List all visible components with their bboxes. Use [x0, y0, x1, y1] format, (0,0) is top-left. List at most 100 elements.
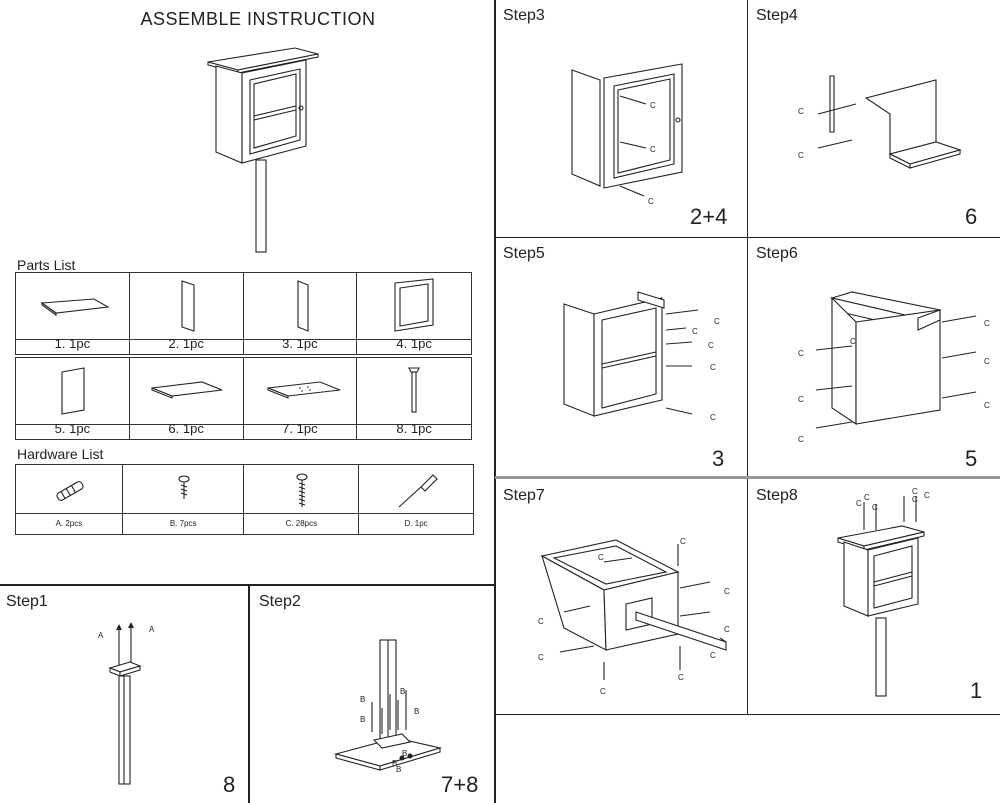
divider-row1 — [495, 237, 1000, 238]
part-cell-1: 1. 1pc — [16, 273, 129, 354]
step6-diagram: C C C C C C C — [798, 291, 990, 444]
step3-label-c3: C — [648, 197, 654, 206]
step6-parts-number: 5 — [965, 446, 978, 471]
parts-table-row2: 5. 1pc 6. 1pc 7. 1pc 8. 1pc — [15, 357, 472, 440]
part-3-side-panel-icon — [296, 280, 309, 332]
divider-bottom-left — [0, 584, 495, 586]
part-cell-3: 3. 1pc — [243, 273, 357, 354]
step5-title: Step5 — [503, 245, 545, 262]
step1-title: Step1 — [6, 593, 48, 610]
step4-title: Step4 — [756, 7, 798, 24]
step1-label-a2: A — [149, 625, 155, 634]
step8-label-c2: C — [864, 493, 870, 502]
step6-label-c2: C — [798, 395, 804, 404]
step5-diagram: C C C C C — [563, 291, 720, 422]
step2-label-b4: B — [414, 707, 419, 716]
assembled-cabinet-illustration — [207, 47, 319, 253]
step3-label-c2: C — [650, 145, 656, 154]
part-4-door-icon — [394, 278, 434, 332]
part-cell-2: 2. 1pc — [129, 273, 243, 354]
part-8-post-icon — [408, 367, 421, 413]
step7-label-c7: C — [600, 687, 606, 696]
part-6-shelf-icon — [151, 381, 222, 399]
part-8-label: 8. 1pc — [396, 421, 432, 436]
step6-label-c4: C — [984, 319, 990, 328]
part-7-label: 7. 1pc — [282, 421, 318, 436]
page-title: ASSEMBLE INSTRUCTION — [140, 9, 376, 29]
hardware-cell-d: D. 1pc — [359, 465, 473, 534]
step2-label-b2: B — [360, 715, 365, 724]
step4-diagram: C C — [798, 75, 962, 169]
step8-label-c1: C — [856, 499, 862, 508]
step4-label-c2: C — [798, 151, 804, 160]
step7-label-c5: C — [538, 617, 544, 626]
part-1-label: 1. 1pc — [54, 336, 91, 351]
divider-left-right — [494, 0, 496, 803]
step7-diagram: C C C C C C C C C — [538, 537, 730, 696]
step5-label-c1: C — [714, 317, 720, 326]
screwdriver-icon — [398, 474, 438, 508]
part-7-base-board-icon — [266, 381, 340, 399]
step2-label-b3: B — [400, 687, 405, 696]
step8-label-c3: C — [872, 503, 878, 512]
divider-right-columns — [747, 0, 748, 714]
step2-label-b1: B — [360, 695, 365, 704]
step2-label-b7: B — [396, 765, 401, 774]
step8-label-c5: C — [912, 495, 918, 504]
step8-label-c6: C — [924, 491, 930, 500]
step5-label-c5: C — [710, 413, 716, 422]
hardware-c-label: C. 28pcs — [285, 519, 318, 528]
step8-label-c4: C — [912, 487, 918, 496]
step7-label-c3: C — [724, 587, 730, 596]
hardware-b-label: B. 7pcs — [169, 519, 197, 528]
divider-step1-step2 — [248, 585, 250, 803]
step8-parts-number: 1 — [970, 678, 983, 703]
step3-parts-number: 2+4 — [690, 204, 728, 229]
step2-diagram: B B B B B B B — [333, 639, 443, 774]
step2-title: Step2 — [259, 593, 301, 610]
step6-label-c5: C — [984, 357, 990, 366]
part-cell-7: 7. 1pc — [243, 358, 357, 439]
step6-title: Step6 — [756, 245, 798, 262]
divider-row2 — [495, 476, 1000, 479]
step7-title: Step7 — [503, 487, 545, 504]
step1-diagram: A A — [98, 622, 155, 785]
part-3-label: 3. 1pc — [282, 336, 318, 351]
step8-title: Step8 — [756, 487, 798, 504]
step3-title: Step3 — [503, 7, 545, 24]
step2-label-b5: B — [402, 749, 407, 758]
anchor-plug-icon — [56, 481, 84, 501]
step5-label-c3: C — [708, 341, 714, 350]
step7-label-c2: C — [598, 553, 604, 562]
part-2-side-panel-icon — [181, 280, 195, 332]
step6-label-c6: C — [984, 401, 990, 410]
parts-list-heading: Parts List — [17, 257, 76, 273]
step7-label-c6: C — [538, 653, 544, 662]
step7-label-c9: C — [710, 651, 716, 660]
step6-label-c3: C — [798, 435, 804, 444]
part-5-back-panel-icon — [61, 367, 85, 415]
short-screw-icon — [178, 475, 190, 499]
hardware-d-label: D. 1pc — [404, 519, 428, 528]
part-2-label: 2. 1pc — [168, 336, 204, 351]
part-6-label: 6. 1pc — [168, 421, 204, 436]
hardware-list-heading: Hardware List — [17, 446, 104, 462]
step7-label-c8: C — [678, 673, 684, 682]
hardware-cell-c: C. 28pcs — [244, 465, 359, 534]
part-cell-6: 6. 1pc — [129, 358, 243, 439]
part-cell-8: 8. 1pc — [357, 358, 471, 439]
step5-label-c2: C — [692, 327, 698, 336]
part-5-label: 5. 1pc — [54, 421, 91, 436]
step7-label-c1: C — [680, 537, 686, 546]
step6-label-c7: C — [850, 337, 856, 346]
step3-diagram: C C C — [571, 63, 683, 206]
step2-label-b6: B — [392, 759, 397, 768]
hardware-a-label: A. 2pcs — [55, 519, 83, 528]
parts-table-row1: 1. 1pc 2. 1pc 3. 1pc 4. 1pc — [15, 272, 472, 355]
step4-parts-number: 6 — [965, 204, 978, 229]
step1-parts-number: 8 — [223, 772, 236, 797]
step7-label-c4: C — [724, 625, 730, 634]
part-1-board-icon — [40, 298, 110, 317]
step5-parts-number: 3 — [712, 446, 725, 471]
part-4-label: 4. 1pc — [396, 336, 432, 351]
